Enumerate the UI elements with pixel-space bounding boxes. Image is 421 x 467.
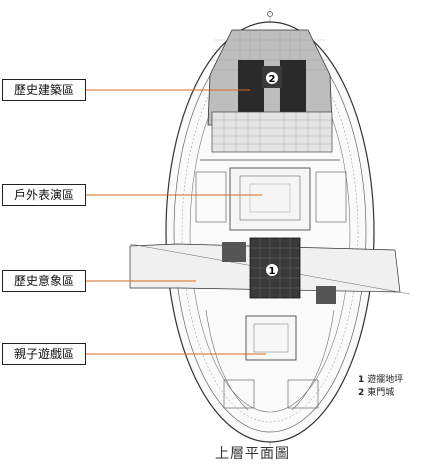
legend-text: 東門城 — [367, 388, 395, 398]
legend-number: 1 — [358, 375, 365, 385]
zone-label-historic-architecture: 歷史建築區 — [2, 79, 86, 101]
leader-lines — [86, 89, 266, 355]
play-area-block — [245, 315, 297, 361]
marker-1-bg — [266, 264, 278, 276]
stage-area — [229, 167, 311, 231]
zone-label-outdoor-performance: 戶外表演區 — [2, 184, 86, 206]
plan-marker-1: 1 — [269, 266, 276, 277]
plan-caption: 上層平面圖 — [215, 446, 290, 462]
legend-text: 遊擺地坪 — [367, 375, 404, 385]
grid-plaza-upper — [211, 111, 333, 153]
historic-building-block-left — [238, 60, 264, 112]
marker-2-bg — [266, 72, 278, 84]
zone-label-historic-imagery: 歷史意象區 — [2, 270, 86, 292]
plan-marker-2: 2 — [269, 74, 276, 85]
historic-building-block-right — [280, 60, 306, 112]
zone-label-parent-child-play: 親子遊戲區 — [2, 343, 86, 365]
legend-number: 2 — [358, 388, 365, 398]
